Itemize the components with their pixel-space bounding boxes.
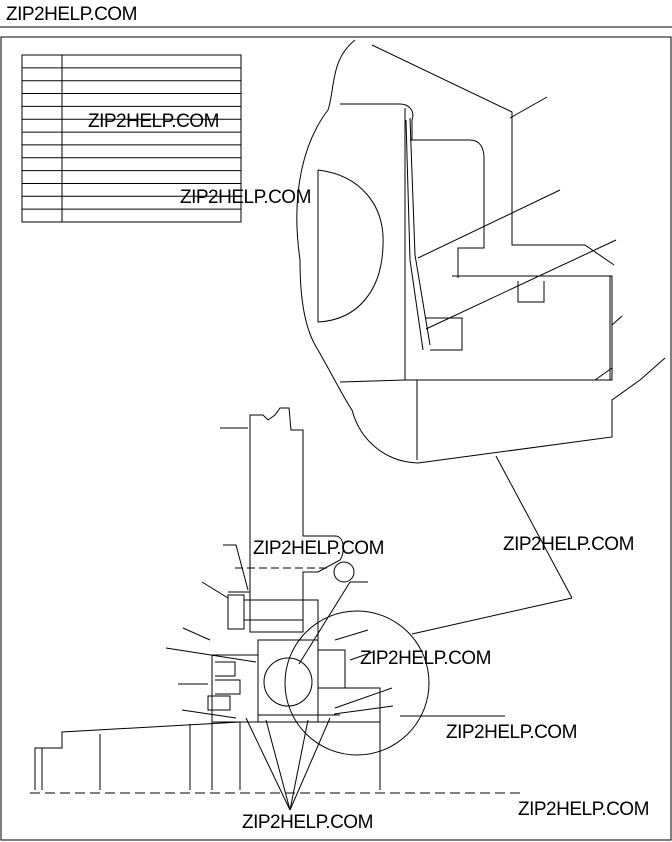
legend-table [21, 54, 242, 223]
watermark: ZIP2HELP.COM [503, 534, 634, 555]
watermark: ZIP2HELP.COM [253, 538, 384, 559]
watermark: ZIP2HELP.COM [446, 722, 577, 743]
detail-circle [284, 610, 430, 756]
watermark: ZIP2HELP.COM [518, 799, 649, 820]
watermark: ZIP2HELP.COM [242, 812, 373, 833]
drawing-frame [0, 36, 672, 841]
watermark: ZIP2HELP.COM [180, 187, 311, 208]
watermark: ZIP2HELP.COM [6, 4, 137, 25]
bearing-cross-section [207, 407, 381, 723]
detail-leader-lines [411, 96, 623, 635]
watermark: ZIP2HELP.COM [360, 648, 491, 669]
section-leader-lines [165, 427, 505, 811]
shaft [30, 567, 520, 794]
detail-view-outline [296, 39, 666, 464]
watermark: ZIP2HELP.COM [88, 111, 219, 132]
